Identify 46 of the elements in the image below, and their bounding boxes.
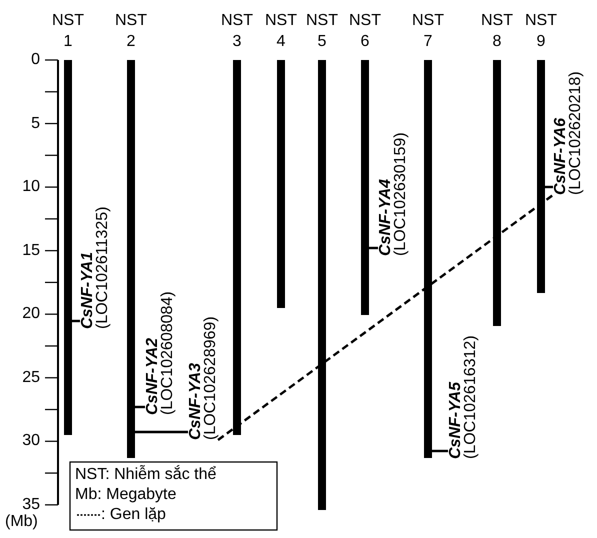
chromosome-label: NST 6 bbox=[348, 11, 382, 52]
chromosome-bar bbox=[493, 60, 501, 326]
legend-text: NST: Nhiễm sắc thể bbox=[75, 466, 216, 484]
chromosome-bar bbox=[318, 60, 326, 510]
chromosome-bar bbox=[277, 60, 285, 308]
chromosome-bar bbox=[537, 60, 545, 293]
locus-id: (LOC102608084) bbox=[160, 291, 175, 415]
gene-name: CsNF-YA6 bbox=[553, 118, 568, 195]
gene-name: CsNF-YA4 bbox=[378, 178, 393, 256]
axis-tick-label: 0 bbox=[31, 51, 40, 69]
chromosome-label: NST 8 bbox=[480, 11, 514, 52]
duplication-line bbox=[217, 194, 554, 441]
locus-id: (LOC102628969) bbox=[203, 316, 218, 440]
gene-name: CsNF-YA5 bbox=[448, 382, 463, 459]
chromosome-bar bbox=[361, 60, 369, 316]
gene-name: CsNF-YA1 bbox=[80, 252, 95, 329]
chromosome-label: NST 9 bbox=[524, 11, 558, 52]
chromosome-label: NST 7 bbox=[411, 11, 445, 52]
locus-id: (LOC102620218) bbox=[568, 71, 583, 195]
chromosome-bar bbox=[127, 60, 135, 458]
gene-name: CsNF-YA2 bbox=[145, 338, 160, 415]
locus-id: (LOC102630159) bbox=[393, 132, 408, 256]
axis-tick-label: 30 bbox=[22, 432, 40, 450]
chromosome-label: NST 1 bbox=[51, 11, 85, 52]
locus-id: (LOC102616312) bbox=[463, 335, 478, 459]
axis-tick-label: 20 bbox=[22, 305, 40, 324]
chromosome-label: NST 4 bbox=[264, 11, 298, 52]
chromosome-label: NST 2 bbox=[114, 11, 148, 52]
chromosome-bar bbox=[64, 60, 72, 435]
legend-text: : Gen lặp bbox=[101, 506, 166, 524]
axis-tick-label: 15 bbox=[22, 242, 40, 260]
chromosome-bar bbox=[424, 60, 432, 458]
axis-tick-label: 5 bbox=[31, 114, 40, 133]
chromosome-label: NST 5 bbox=[305, 11, 339, 52]
gene-name: CsNF-YA3 bbox=[188, 362, 203, 440]
axis-tick-label: 35 bbox=[22, 496, 40, 514]
axis-tick-label: 25 bbox=[22, 368, 40, 387]
leader-line bbox=[135, 406, 145, 408]
legend-text: Mb: Megabyte bbox=[75, 486, 176, 504]
locus-id: (LOC102611325) bbox=[95, 206, 110, 329]
leader-line bbox=[135, 430, 188, 434]
axis-tick-label: 10 bbox=[22, 178, 40, 196]
leader-line bbox=[432, 450, 448, 452]
chromosome-bar bbox=[233, 60, 241, 435]
axis-unit: (Mb) bbox=[5, 513, 38, 531]
chromosome-label: NST 3 bbox=[220, 11, 254, 52]
